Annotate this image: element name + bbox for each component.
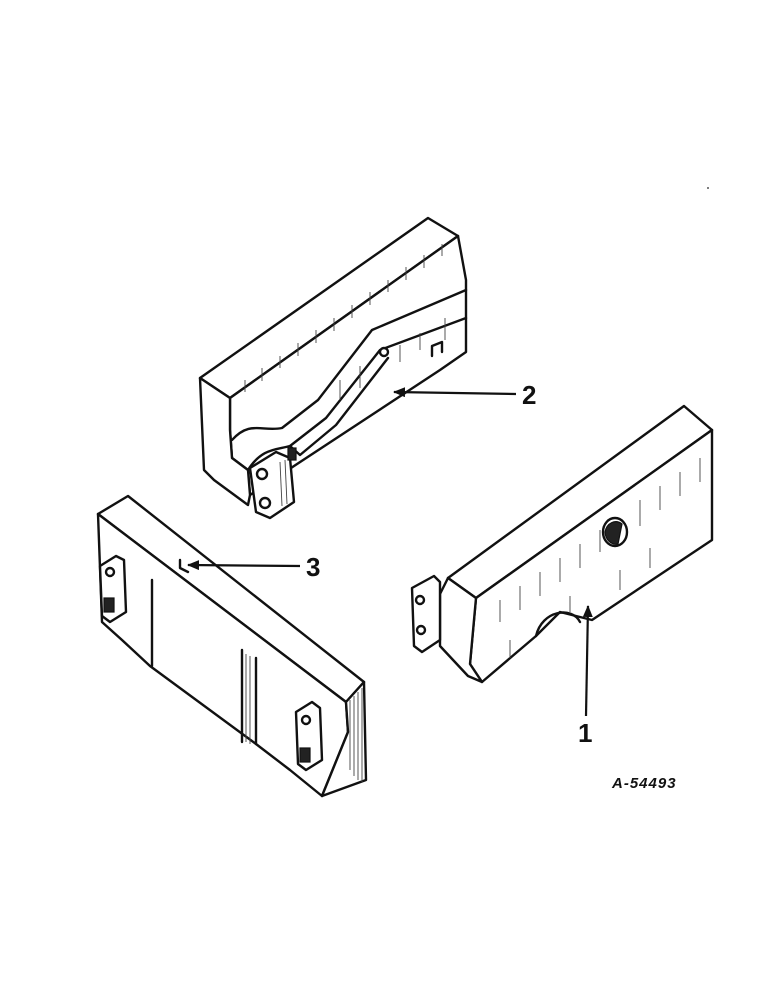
drawing-number: A-54493: [611, 775, 677, 792]
part-2-weight: [198, 216, 468, 520]
callout-3-label: 3: [306, 552, 320, 582]
part-3-weight: [96, 494, 368, 798]
callout-2: 2: [393, 380, 536, 410]
callout-1: 1: [578, 605, 593, 748]
callout-1-label: 1: [578, 718, 592, 748]
callout-3: 3: [187, 552, 320, 582]
speck: [707, 187, 709, 189]
part-1-weight: [410, 404, 714, 684]
callout-2-label: 2: [522, 380, 536, 410]
